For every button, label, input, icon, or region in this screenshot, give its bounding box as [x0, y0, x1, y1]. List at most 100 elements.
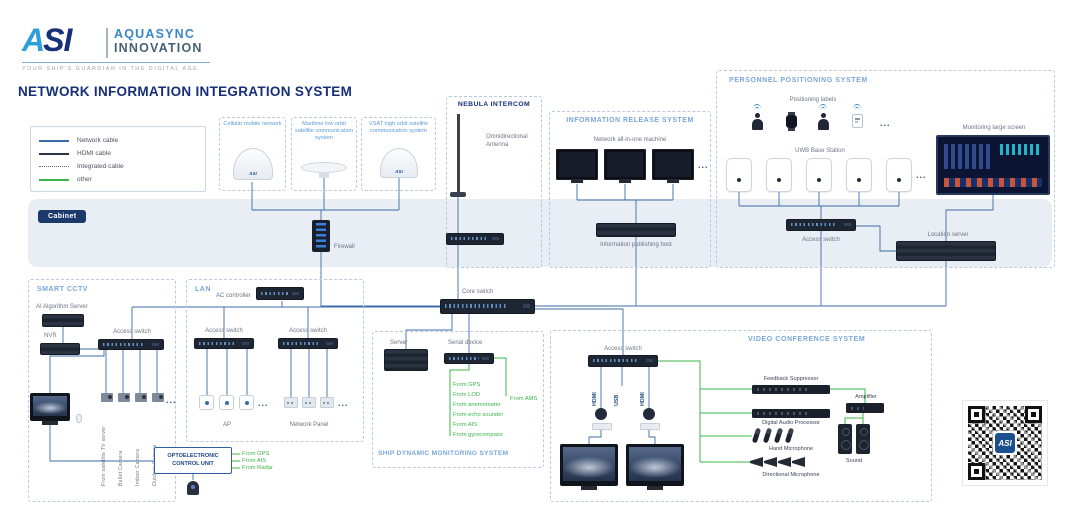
ap-label: AP: [222, 422, 231, 428]
brand-name: AQUASYNC INNOVATION: [114, 27, 203, 55]
ap-icon: [199, 395, 214, 410]
serial-device-label: Serial device: [448, 340, 483, 346]
cellular-label: Cellular mobile network: [223, 121, 282, 127]
uwb-station-icon: [726, 158, 752, 192]
tv-screen: [629, 447, 681, 481]
ship-monitoring-box: [372, 331, 544, 468]
flat-panel-antenna-icon: [301, 162, 347, 178]
info-release-box: INFORMATION RELEASE SYSTEM: [549, 111, 711, 268]
personnel-positioning-box: PERSONNEL POSITIONING SYSTEM: [716, 70, 1055, 268]
directional-microphone-icon: [750, 457, 763, 467]
ams-input-label: From AMS: [510, 396, 538, 402]
uwb-station-icon: [886, 158, 912, 192]
network-cable-line: [39, 139, 69, 142]
lan-access-switch-2-device: [278, 338, 338, 349]
qr-code: ASI: [962, 400, 1048, 486]
camera-type-label: Bullet Camera: [118, 450, 124, 486]
vc-access-switch-device: [588, 355, 658, 367]
more-stations-ellipsis: ...: [916, 170, 927, 180]
cctv-title: SMART CCTV: [37, 286, 88, 293]
tv-screen: [563, 447, 615, 481]
integrated-cable-line: [39, 166, 69, 167]
monitoring-screen-label: Monitoring large screen: [962, 125, 1026, 131]
legend-item-network: Network cable: [39, 134, 197, 147]
personnel-access-switch-label: Access switch: [802, 237, 840, 243]
hdmi-cable-line: [39, 152, 69, 155]
nebula-switch-device: [446, 233, 504, 245]
legend-item-integrated: Integrated cable: [39, 160, 197, 173]
legend-label: HDMI cable: [77, 150, 111, 157]
lan-access-switch-2-label: Access switch: [289, 328, 327, 334]
camera-icon: [118, 393, 130, 402]
screen-chart-strip: [1000, 144, 1042, 156]
person-tag-icon: [752, 113, 763, 130]
all-in-one-display-icon: [652, 149, 694, 183]
dome-logo: ASI: [249, 171, 257, 176]
dap-label: Digital Audio Processor: [762, 420, 820, 426]
ap-icon: [239, 395, 254, 410]
camera-icon: [101, 393, 113, 402]
monitoring-large-screen-icon: [936, 135, 1050, 195]
uwb-station-icon: [846, 158, 872, 192]
wifi-icon: [752, 104, 762, 112]
ac-controller-device: [256, 287, 304, 300]
opto-input-label: From Radar: [242, 465, 273, 471]
qr-logo-text: ASI: [998, 438, 1012, 448]
leo-label: Maritime low orbit satellite communicati…: [294, 121, 354, 141]
legend-label: Integrated cable: [77, 163, 124, 170]
legend-item-hdmi: HDMI cable: [39, 147, 197, 160]
dome-logo: ASI: [395, 169, 403, 174]
location-server-device: [896, 241, 996, 261]
qr-finder-icon: [1025, 406, 1042, 423]
nvr-label: NVR: [44, 333, 57, 339]
more-panel-ellipsis: ...: [338, 398, 349, 408]
feedback-suppressor-device: [752, 385, 830, 394]
core-switch-device: [440, 299, 535, 314]
mouse-icon: [76, 414, 82, 423]
vc-access-switch-label: Access switch: [604, 346, 642, 352]
cabinet-label: Cabinet: [38, 210, 87, 223]
ship-input-label: From gyrocompass: [453, 432, 503, 438]
ac-controller-label: AC controller: [216, 293, 251, 299]
camera-type-label: From satellite TV server: [101, 425, 107, 486]
ai-server-device: [42, 314, 84, 327]
firewall-label: Firewall: [334, 244, 355, 250]
vsat-box: VSAT high orbit satellite communication …: [361, 117, 436, 191]
directional-microphone-icon: [764, 457, 777, 467]
smart-cctv-box: SMART CCTV: [28, 279, 176, 502]
conference-tv-icon: [560, 444, 618, 490]
screen-chart-bars: [944, 144, 993, 170]
network-panel-icon: [320, 397, 334, 408]
firewall-device: [312, 220, 330, 252]
nvr-device: [40, 343, 80, 355]
sound-label: Sound: [845, 458, 863, 464]
brand-logo: ASI: [22, 22, 72, 60]
amplifier-label: Amplifier: [855, 394, 877, 400]
more-displays-ellipsis: ...: [698, 160, 709, 170]
ship-input-label: From AIS: [453, 422, 478, 428]
personnel-access-switch-device: [786, 219, 856, 231]
legend-label: Network cable: [77, 137, 119, 144]
ship-input-label: From LOD: [453, 392, 481, 398]
nebula-title: NEBULA INTERCOM: [457, 101, 531, 108]
core-switch-label: Core switch: [462, 289, 494, 295]
screen-chart-heat: [944, 178, 1042, 187]
badge-tag-icon: [852, 114, 863, 128]
ai-server-label: AI Algorithm Server: [36, 304, 88, 310]
wifi-icon: [852, 104, 862, 112]
leo-satellite-box: Maritime low orbit satellite communicati…: [291, 117, 357, 191]
info-release-title: INFORMATION RELEASE SYSTEM: [566, 117, 694, 124]
publishing-host-device: [596, 223, 676, 237]
omnidirectional-antenna-icon: [457, 114, 460, 192]
location-server-label: Location server: [927, 232, 969, 238]
all-in-one-machine-label: Network all-in-one machine: [593, 137, 667, 143]
speaker-icon: [856, 424, 870, 454]
legend-item-other: other: [39, 173, 197, 186]
amplifier-device: [846, 403, 884, 413]
directional-microphone-label: Directional Microphone: [762, 472, 820, 478]
network-panel-icon: [284, 397, 298, 408]
hand-microphone-label: Hand Microphone: [768, 446, 814, 452]
personnel-title: PERSONNEL POSITIONING SYSTEM: [729, 77, 868, 84]
dap-device: [752, 409, 830, 418]
other-cable-line: [39, 178, 69, 181]
